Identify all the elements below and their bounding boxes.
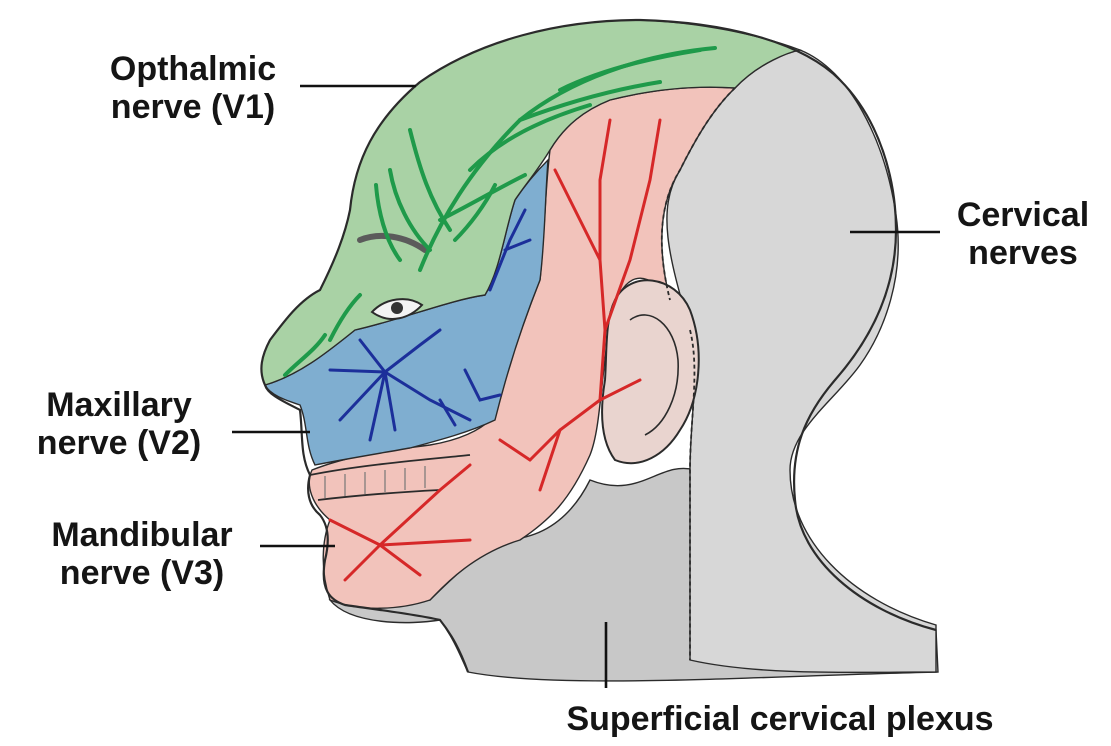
label-maxillary-line1: Maxillary [8,386,230,424]
label-mandibular-line1: Mandibular [22,516,262,554]
ear [602,280,699,463]
label-cervical-nerves: Cervical nerves [938,196,1108,272]
cervical-nerves-region [667,50,936,672]
label-superficial-cervical-plexus: Superficial cervical plexus [500,700,1060,738]
label-cervical-line1: Cervical [938,196,1108,234]
label-ophthalmic-line1: Opthalmic [86,50,300,88]
label-ophthalmic-nerve: Opthalmic nerve (V1) [86,50,300,126]
label-ophthalmic-line2: nerve (V1) [86,88,300,126]
label-mandibular-line2: nerve (V3) [22,554,262,592]
label-maxillary-nerve: Maxillary nerve (V2) [8,386,230,462]
label-mandibular-nerve: Mandibular nerve (V3) [22,516,262,592]
label-maxillary-line2: nerve (V2) [8,424,230,462]
label-superficial-line1: Superficial cervical plexus [500,700,1060,738]
eye-pupil [391,302,403,314]
label-cervical-line2: nerves [938,234,1108,272]
